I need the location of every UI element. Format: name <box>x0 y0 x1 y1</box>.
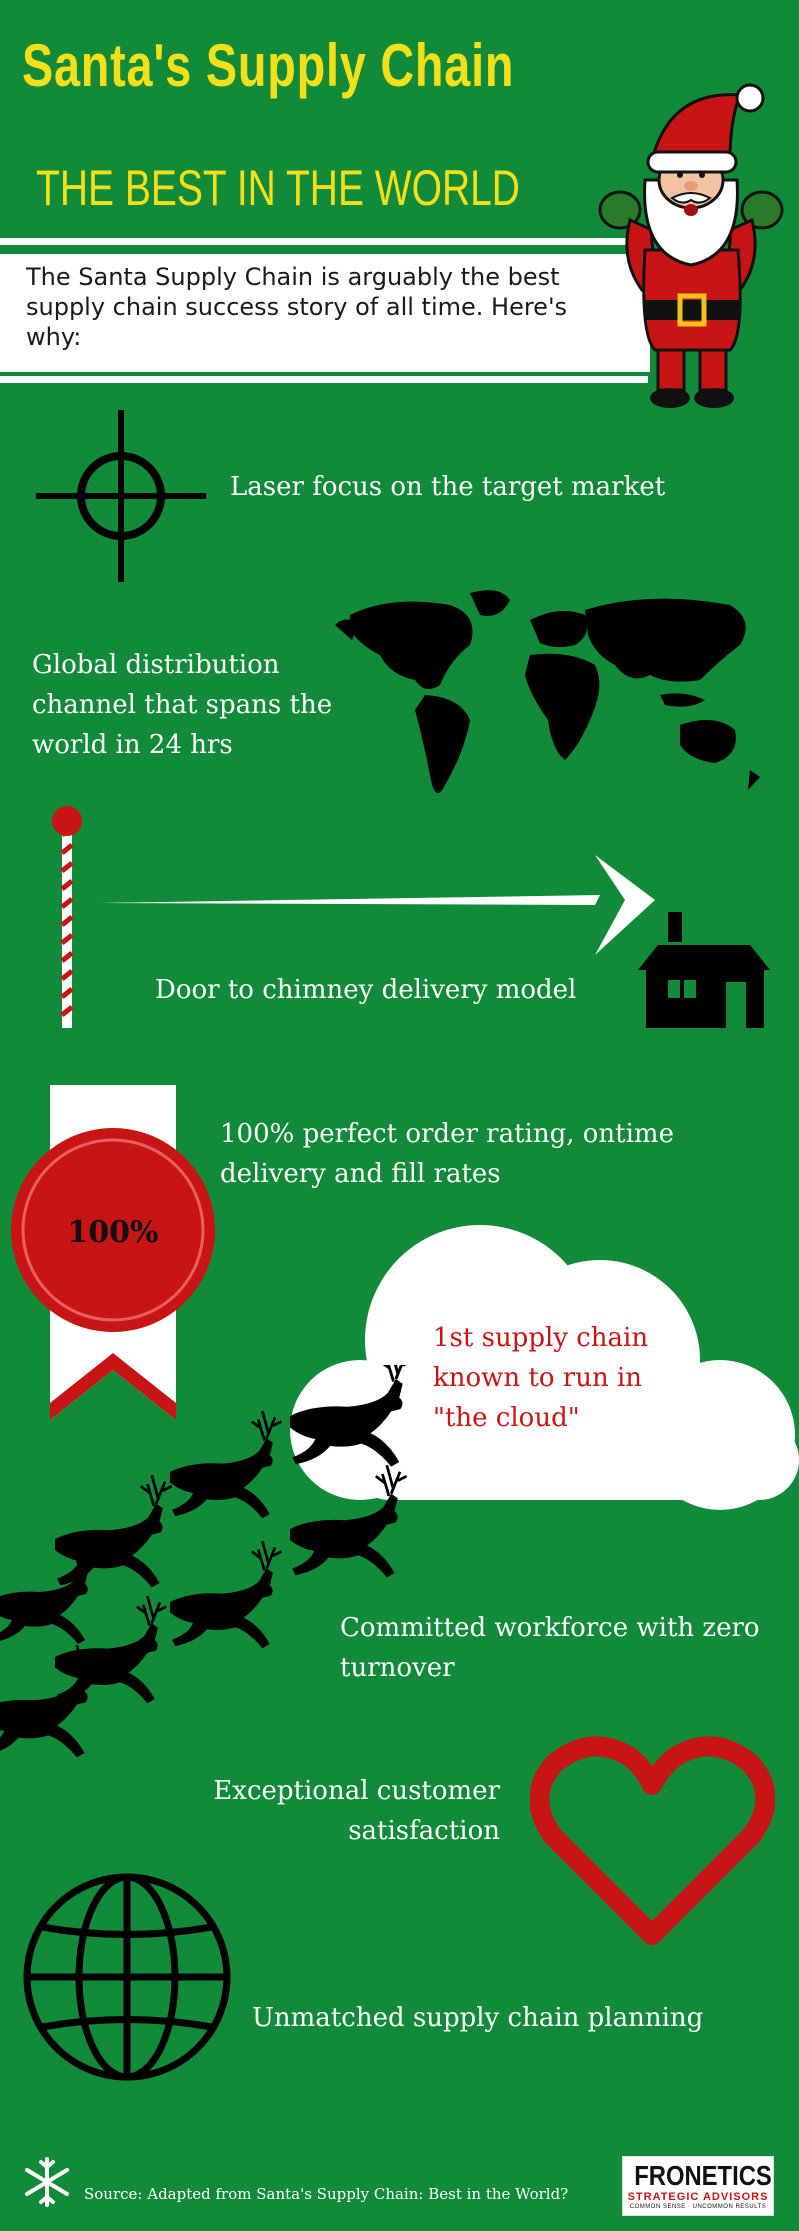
santa-icon <box>598 83 784 408</box>
reindeer-icon <box>0 1365 414 1759</box>
heart-icon <box>530 1736 775 1945</box>
item-customer-satisfaction-text: Exceptional customer satisfaction <box>213 1776 500 1846</box>
fronetics-logo: FRONETICS STRATEGIC ADVISORS COMMON SENS… <box>622 2156 774 2216</box>
badge-percent-label: 100% <box>67 1215 158 1250</box>
logo-tagline: STRATEGIC ADVISORS <box>627 2191 769 2203</box>
item-perfect-order-text: 100% perfect order rating, ontime delive… <box>220 1119 674 1189</box>
item-target-market-text: Laser focus on the target market <box>230 472 666 502</box>
page-subtitle: THE BEST IN THE WORLD <box>36 160 520 216</box>
north-pole-icon <box>52 806 82 1028</box>
item-chimney-delivery-text: Door to chimney delivery model <box>155 975 577 1005</box>
globe-icon <box>23 1873 231 2081</box>
item-global-distribution-text: Global distribution channel that spans t… <box>32 650 333 760</box>
page-title: Santa's Supply Chain <box>22 32 515 99</box>
crosshair-icon <box>36 410 206 582</box>
snowflake-icon <box>25 2157 69 2207</box>
divider-top <box>0 238 648 245</box>
intro-band <box>0 254 650 372</box>
item-workforce-text: Committed workforce with zero turnover <box>340 1613 760 1683</box>
intro-text: The Santa Supply Chain is arguably the b… <box>26 263 568 351</box>
logo-name: FRONETICS <box>634 2160 772 2191</box>
ribbon-badge-icon: 100% <box>11 1085 215 1420</box>
divider-bottom <box>0 376 648 383</box>
world-map-icon <box>335 590 760 793</box>
source-note: Source: Adapted from Santa's Supply Chai… <box>84 2185 569 2203</box>
item-cloud-text: 1st supply chain known to run in "the cl… <box>433 1323 649 1433</box>
item-planning-text: Unmatched supply chain planning <box>252 2003 704 2033</box>
delivery-arrow-icon <box>100 855 655 955</box>
house-icon <box>638 912 770 1028</box>
logo-slogan: COMMON SENSE · UNCOMMON RESULTS <box>629 2204 767 2210</box>
